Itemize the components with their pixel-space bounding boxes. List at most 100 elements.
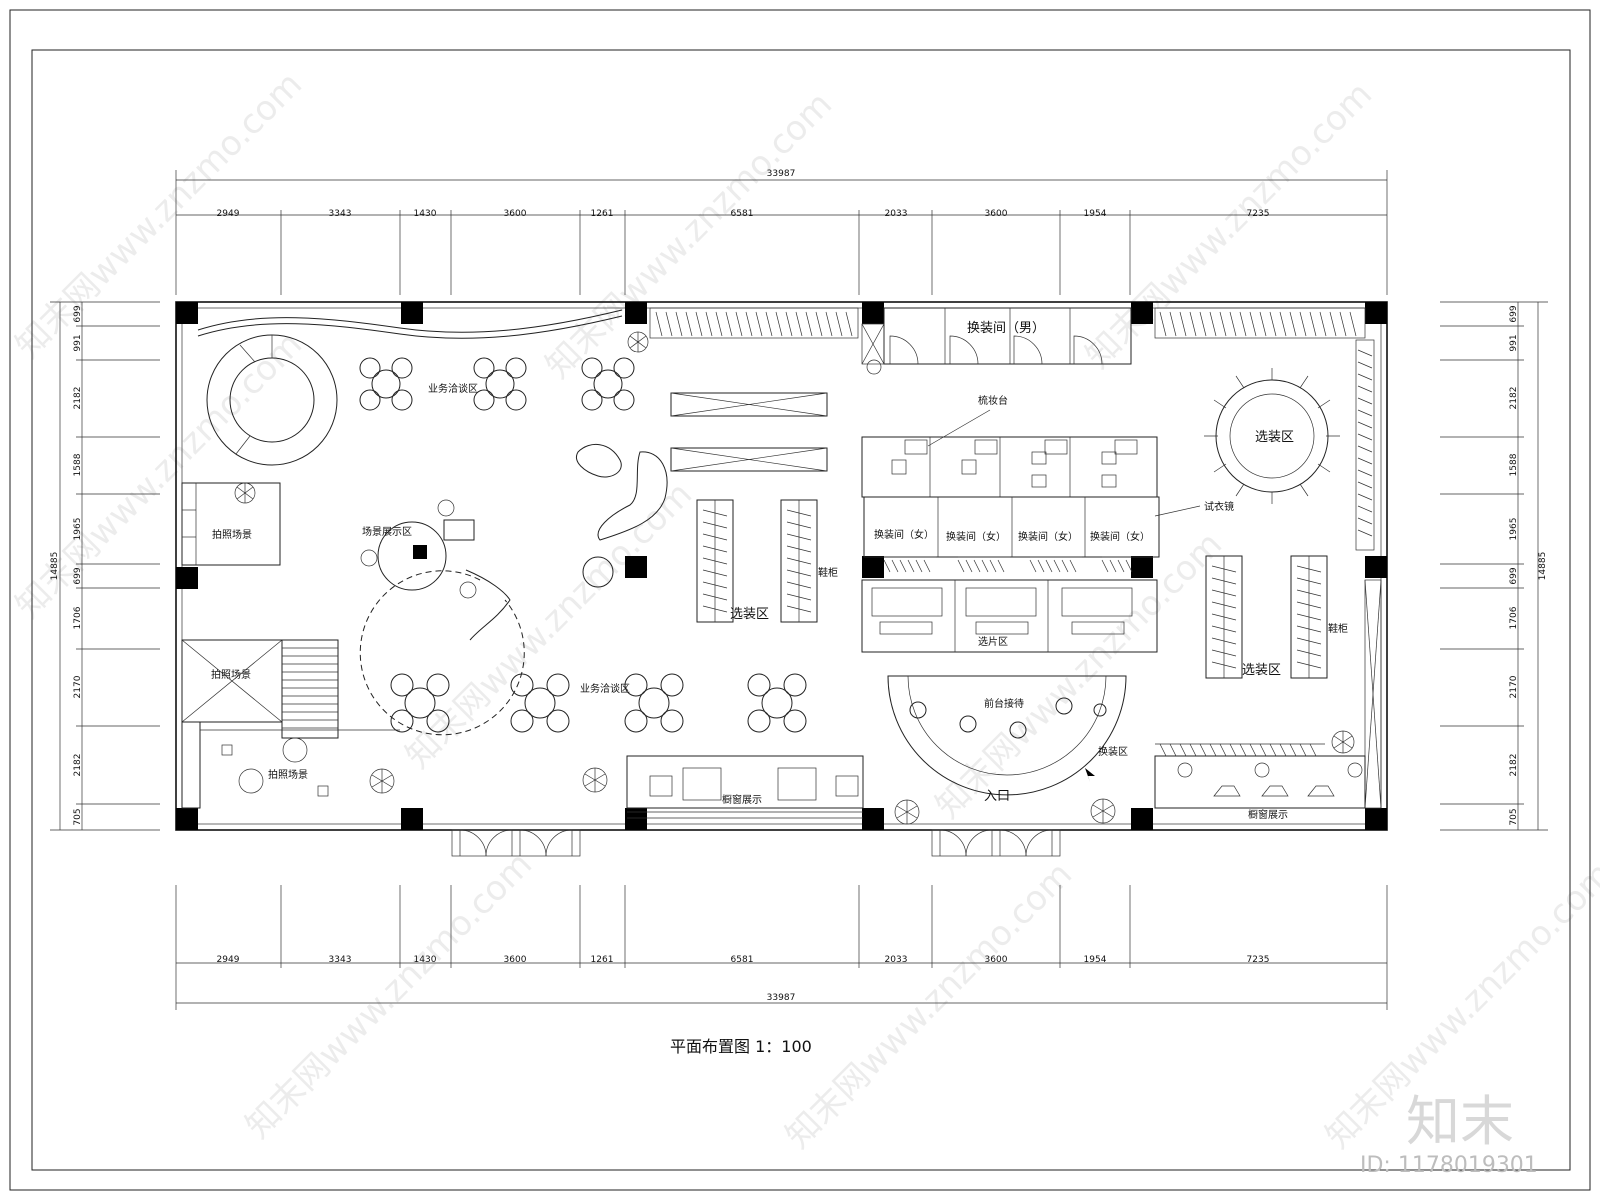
dim-top-1: 2949 xyxy=(217,209,240,219)
label-window-display-1: 橱窗展示 xyxy=(722,793,762,806)
plant-icon xyxy=(1090,798,1116,824)
reception-desk: 前台接待 xyxy=(887,675,1127,796)
label-fitting-men: 换装间（男） xyxy=(967,321,1045,336)
business-tables-top: 业务洽谈区 xyxy=(359,357,635,411)
table-set xyxy=(747,673,807,733)
dim-right-6: 699 xyxy=(1509,567,1519,584)
photo-area-1: 拍照场景 xyxy=(181,482,281,566)
dim-left-8: 2170 xyxy=(73,675,83,698)
dim-right-10: 705 xyxy=(1509,808,1519,825)
photo-area-2: 拍照场景 xyxy=(181,639,339,739)
dim-bottom-6: 6581 xyxy=(731,955,754,965)
dim-top-8: 3600 xyxy=(985,209,1008,219)
label-entrance: 入口 xyxy=(984,789,1010,804)
display-racks-top xyxy=(670,392,828,472)
label-photo-select: 选片区 xyxy=(978,635,1008,648)
watermark-id: ID: 1178019301 xyxy=(1360,1153,1538,1178)
column xyxy=(862,808,884,830)
label-photo-3: 拍照场景 xyxy=(268,768,308,781)
column xyxy=(1365,302,1387,324)
business-tables-bottom: 业务洽谈区 xyxy=(390,673,807,733)
dim-top-5: 1261 xyxy=(591,209,614,219)
dim-right-5: 1965 xyxy=(1509,518,1519,541)
window-display-1: 橱窗展示 xyxy=(626,755,864,819)
dim-top-total: 33987 xyxy=(767,169,796,179)
label-fitting-women-2: 换装间（女） xyxy=(946,530,1006,543)
entrance-area: 换装区 入口 xyxy=(984,745,1128,804)
entrance-doors xyxy=(451,829,1061,857)
column xyxy=(176,302,198,324)
table-set xyxy=(581,357,635,411)
dim-right-9: 2182 xyxy=(1509,754,1519,777)
dim-bottom-5: 1261 xyxy=(591,955,614,965)
watermark-site: 知末网www.znzmo.com xyxy=(8,64,310,366)
direction-arrow-icon xyxy=(1085,768,1095,782)
label-photo-1: 拍照场景 xyxy=(212,528,252,541)
curved-partition xyxy=(197,309,623,333)
structural-columns xyxy=(176,302,1387,830)
dim-left-10: 705 xyxy=(73,808,83,825)
watermark-site: 知末网www.znzmo.com xyxy=(778,854,1080,1156)
dim-left-5: 1965 xyxy=(73,518,83,541)
column xyxy=(1131,556,1153,578)
dim-top-3: 1430 xyxy=(414,209,437,219)
dim-top-6: 6581 xyxy=(731,209,754,219)
photo-area-3: 拍照场景 xyxy=(181,721,400,809)
plant-icon xyxy=(369,768,395,794)
table-set xyxy=(624,673,684,733)
label-shoe-cabinet-1: 鞋柜 xyxy=(818,566,838,579)
dim-right-7: 1706 xyxy=(1509,606,1519,629)
photo-select-area: 选片区 xyxy=(861,579,1158,653)
column xyxy=(176,808,198,830)
column xyxy=(625,556,647,578)
dim-right-8: 2170 xyxy=(1509,675,1519,698)
plant-icon xyxy=(582,767,608,793)
dim-bottom-2: 3343 xyxy=(329,955,352,965)
makeup-area: 梳妆台 xyxy=(861,394,1158,498)
label-fitting-area: 换装区 xyxy=(1098,745,1128,758)
right-dimensions: 699 991 2182 1588 1965 699 1706 2170 218… xyxy=(1440,301,1548,831)
dim-top-4: 3600 xyxy=(504,209,527,219)
dim-bottom-total: 33987 xyxy=(767,993,796,1003)
dim-left-9: 2182 xyxy=(73,754,83,777)
watermark-site: 知末网www.znzmo.com xyxy=(538,84,840,386)
column xyxy=(1365,556,1387,578)
round-sofa xyxy=(206,334,338,466)
dim-bottom-4: 3600 xyxy=(504,955,527,965)
column xyxy=(1131,302,1153,324)
dim-top-7: 2033 xyxy=(885,209,908,219)
drawing-title: 平面布置图 1：100 xyxy=(670,1037,812,1056)
watermark-site: 知末网www.znzmo.com xyxy=(238,844,540,1146)
watermark-brand: 知末 xyxy=(1406,1090,1514,1153)
dim-top-10: 7235 xyxy=(1247,209,1270,219)
lounge-chairs xyxy=(576,444,668,588)
label-fitting-women-3: 换装间（女） xyxy=(1018,530,1078,543)
plant-icon xyxy=(627,331,649,353)
label-select-area-3: 选装区 xyxy=(1242,663,1281,678)
label-select-area-2: 选装区 xyxy=(1255,430,1294,445)
dim-right-total: 14885 xyxy=(1538,552,1548,581)
clothing-rack-top xyxy=(649,307,1366,339)
label-makeup-table: 梳妆台 xyxy=(978,394,1008,407)
fitting-rooms-women: 换装间（女） 换装间（女） 换装间（女） 换装间（女） 试衣镜 xyxy=(863,496,1234,573)
table-set xyxy=(359,357,413,411)
label-scene-display: 场景展示区 xyxy=(362,525,412,538)
dim-top-2: 3343 xyxy=(329,209,352,219)
left-dimensions: 14885 699 991 2182 1588 1965 699 1706 21… xyxy=(50,301,160,831)
dim-left-3: 2182 xyxy=(73,387,83,410)
round-clothing-rack: 选装区 xyxy=(1204,368,1340,504)
top-dimensions: 33987 2949 3343 1430 3600 1261 6581 2033… xyxy=(175,169,1388,295)
label-mirror: 试衣镜 xyxy=(1204,500,1234,513)
dim-left-4: 1588 xyxy=(73,453,83,476)
clothing-rack-right xyxy=(1355,339,1382,809)
label-business-bottom: 业务洽谈区 xyxy=(580,682,630,695)
label-photo-2: 拍照场景 xyxy=(211,668,251,681)
label-window-display-2: 橱窗展示 xyxy=(1248,808,1288,821)
bottom-dimensions: 2949 3343 1430 3600 1261 6581 2033 3600 … xyxy=(175,885,1388,1010)
label-fitting-women-4: 换装间（女） xyxy=(1090,530,1150,543)
dim-right-1: 699 xyxy=(1509,305,1519,322)
display-pedestal xyxy=(413,545,427,559)
watermark-site: 知末网www.znzmo.com xyxy=(928,524,1230,826)
label-select-area-1: 选装区 xyxy=(730,607,769,622)
